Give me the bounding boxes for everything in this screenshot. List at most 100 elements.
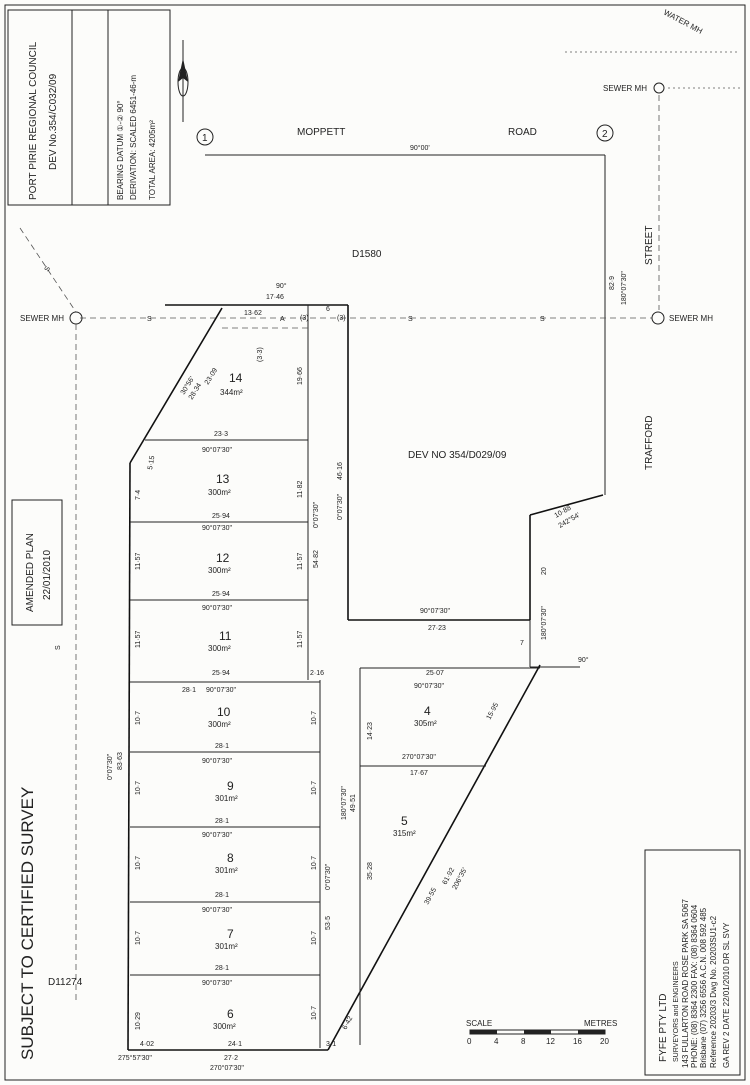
svg-text:25·07: 25·07	[426, 670, 444, 677]
lot-12-area: 300m²	[208, 566, 231, 575]
svg-text:10·7: 10·7	[311, 781, 318, 795]
svg-text:23·3: 23·3	[214, 431, 228, 438]
svg-text:(3·3): (3·3)	[257, 347, 264, 362]
svg-text:270°07'30": 270°07'30"	[402, 753, 436, 761]
lot-9-number: 9	[227, 779, 234, 793]
svg-text:25·94: 25·94	[212, 670, 230, 677]
svg-text:14·23: 14·23	[367, 722, 374, 740]
parcel-d1580: D1580	[352, 249, 382, 260]
svg-text:S: S	[147, 316, 152, 323]
bearing-datum: BEARING DATUM ①-② 90°	[116, 100, 125, 200]
svg-text:275°57'30": 275°57'30"	[118, 1054, 152, 1062]
lot-boundaries	[127, 304, 604, 1051]
lot-8-area: 301m²	[215, 866, 238, 875]
svg-text:10·7: 10·7	[135, 711, 142, 725]
lot-6-number: 6	[227, 1007, 234, 1021]
svg-text:0°07'30": 0°07'30"	[324, 863, 332, 890]
svg-text:10·7: 10·7	[311, 711, 318, 725]
council-dev-number: DEV No.354/C032/09	[48, 73, 59, 170]
svg-text:39·55: 39·55	[424, 887, 439, 906]
svg-text:90°07'30": 90°07'30"	[202, 979, 232, 987]
svg-text:25·94: 25·94	[212, 513, 230, 520]
sewer-mh-top-label: SEWER MH	[603, 84, 647, 93]
parcel-d11274: D11274	[48, 977, 83, 988]
derivation: DERIVATION: SCALED 6451-46-m	[129, 75, 138, 200]
lot-9-area: 301m²	[215, 794, 238, 803]
svg-text:10·7: 10·7	[311, 1006, 318, 1020]
svg-text:4: 4	[494, 1037, 499, 1046]
svg-text:90°07'30": 90°07'30"	[206, 686, 236, 694]
svg-text:S: S	[44, 265, 53, 273]
svg-text:METRES: METRES	[584, 1019, 617, 1028]
lot-14-area: 344m²	[220, 388, 243, 397]
amended-plan-title: AMENDED PLAN	[25, 533, 36, 612]
svg-text:5·15: 5·15	[147, 455, 156, 470]
svg-text:11·57: 11·57	[135, 553, 142, 570]
subject-to-survey: SUBJECT TO CERTIFIED SURVEY	[18, 787, 37, 1060]
lot-10-number: 10	[217, 705, 231, 719]
svg-text:82·9: 82·9	[609, 276, 616, 290]
svg-text:90°07'30": 90°07'30"	[202, 604, 232, 612]
svg-text:0: 0	[467, 1037, 472, 1046]
svg-text:28·1: 28·1	[215, 892, 229, 899]
svg-text:S: S	[55, 645, 62, 650]
svg-text:2·16: 2·16	[310, 670, 324, 677]
svg-text:23·09: 23·09	[204, 367, 219, 386]
scale-bar: SCALE METRES 0 4 8 12 16 20	[466, 1019, 617, 1046]
svg-text:49·51: 49·51	[350, 794, 357, 812]
svg-text:90°07'30": 90°07'30"	[202, 524, 232, 532]
road-name-moppett: MOPPETT	[297, 127, 345, 138]
svg-text:15·95: 15·95	[486, 702, 501, 721]
svg-text:11·57: 11·57	[135, 631, 142, 648]
svg-text:S: S	[408, 316, 413, 323]
surveyor-address: 143 FULLARTON ROAD ROSE PARK SA 5067	[681, 898, 690, 1068]
svg-text:12: 12	[546, 1037, 555, 1046]
svg-text:35·28: 35·28	[367, 862, 374, 880]
svg-text:SCALE: SCALE	[466, 1019, 492, 1028]
svg-text:180°07'30": 180°07'30"	[620, 271, 628, 305]
lot-4-number: 4	[424, 704, 431, 718]
svg-text:16: 16	[573, 1037, 582, 1046]
svg-text:83·63: 83·63	[117, 752, 124, 770]
lot-11-number: 11	[219, 629, 232, 643]
svg-text:6: 6	[326, 306, 330, 313]
svg-text:25·94: 25·94	[212, 591, 230, 598]
svg-text:S: S	[540, 316, 545, 323]
svg-text:28·1: 28·1	[215, 965, 229, 972]
amended-plan-date: 22/01/2010	[42, 550, 53, 600]
north-arrow-icon	[177, 40, 189, 122]
svg-text:10·7: 10·7	[135, 931, 142, 945]
svg-text:7·4: 7·4	[135, 490, 142, 500]
water-mh-label: WATER MH	[662, 8, 704, 36]
lot-13-number: 13	[216, 472, 230, 486]
svg-text:4·02: 4·02	[140, 1041, 154, 1048]
svg-text:0°07'30": 0°07'30"	[336, 493, 344, 520]
svg-text:90°07'30": 90°07'30"	[420, 607, 450, 615]
svg-text:20: 20	[541, 567, 548, 575]
lot-8-number: 8	[227, 851, 234, 865]
svg-text:180°07'30": 180°07'30"	[340, 786, 348, 820]
sewer-mh-right-label: SEWER MH	[669, 314, 713, 323]
svg-text:17·46: 17·46	[266, 294, 284, 301]
svg-text:28·1: 28·1	[215, 818, 229, 825]
lot-14-number: 14	[229, 371, 243, 385]
svg-text:13·62: 13·62	[244, 310, 262, 317]
svg-text:90°: 90°	[578, 656, 589, 664]
svg-text:(3): (3)	[337, 315, 346, 322]
lot-5-number: 5	[401, 814, 408, 828]
svg-text:19·66: 19·66	[297, 367, 304, 385]
svg-text:6·42: 6·42	[342, 1015, 355, 1031]
svg-text:90°07'30": 90°07'30"	[202, 906, 232, 914]
svg-text:0°07'30": 0°07'30"	[312, 501, 320, 528]
council-name: PORT PIRIE REGIONAL COUNCIL	[28, 41, 39, 200]
lot-11-area: 300m²	[208, 644, 231, 653]
svg-text:24·1: 24·1	[228, 1041, 242, 1048]
svg-text:90°: 90°	[276, 282, 287, 290]
surveyor-revision: GA REV 2 DATE 22/01/2010 DR SL SVY	[722, 922, 731, 1068]
svg-text:28·1: 28·1	[182, 687, 196, 694]
lot-4-area: 305m²	[414, 719, 437, 728]
svg-text:27·2: 27·2	[224, 1055, 238, 1062]
surveyor-title-block	[644, 849, 741, 1076]
svg-text:27·23: 27·23	[428, 625, 446, 632]
